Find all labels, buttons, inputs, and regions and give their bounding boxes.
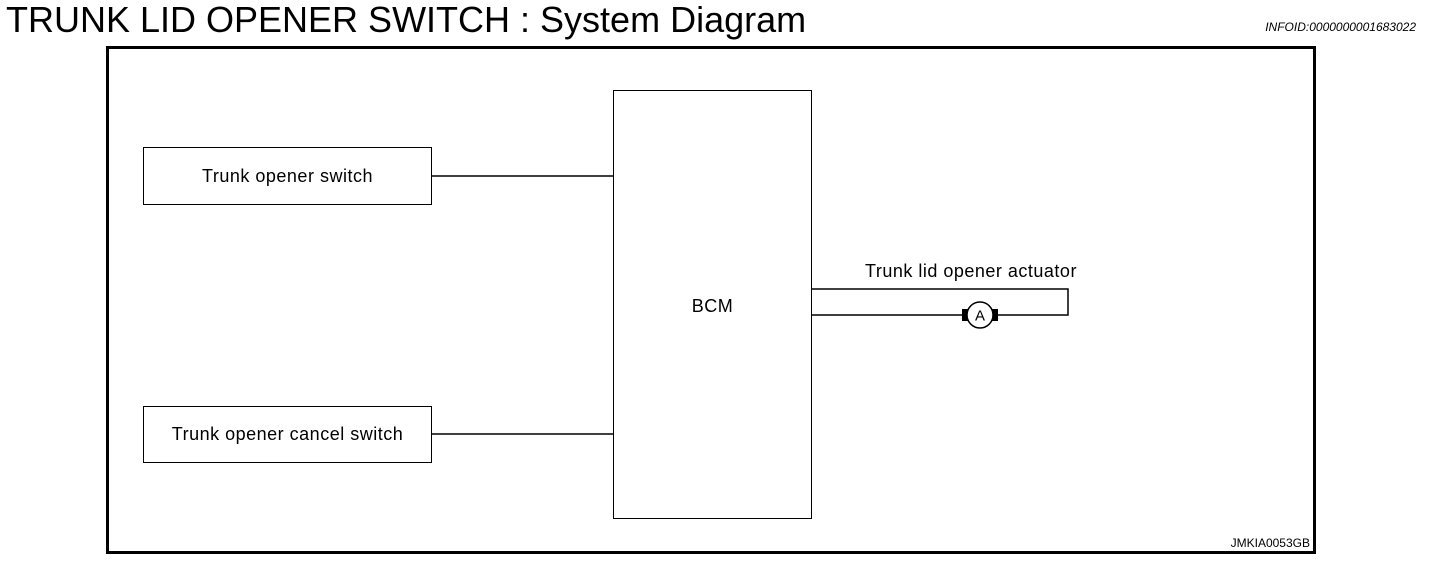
actuator-label: Trunk lid opener actuator xyxy=(865,261,1077,281)
figure-id: JMKIA0053GB xyxy=(1230,536,1310,550)
trunk-opener-cancel-switch-label: Trunk opener cancel switch xyxy=(171,424,404,444)
trunk-opener-switch-box: Trunk opener switch xyxy=(143,147,432,205)
trunk-opener-switch-label: Trunk opener switch xyxy=(202,165,373,186)
bcm-box: BCM xyxy=(613,90,812,519)
diagram-frame xyxy=(106,46,1316,554)
page-title: TRUNK LID OPENER SWITCH : System Diagram xyxy=(6,0,807,40)
info-id: INFOID:0000000001683022 xyxy=(1265,20,1416,34)
trunk-opener-cancel-switch-box: Trunk opener cancel switch xyxy=(143,406,432,463)
bcm-label: BCM xyxy=(691,296,734,316)
